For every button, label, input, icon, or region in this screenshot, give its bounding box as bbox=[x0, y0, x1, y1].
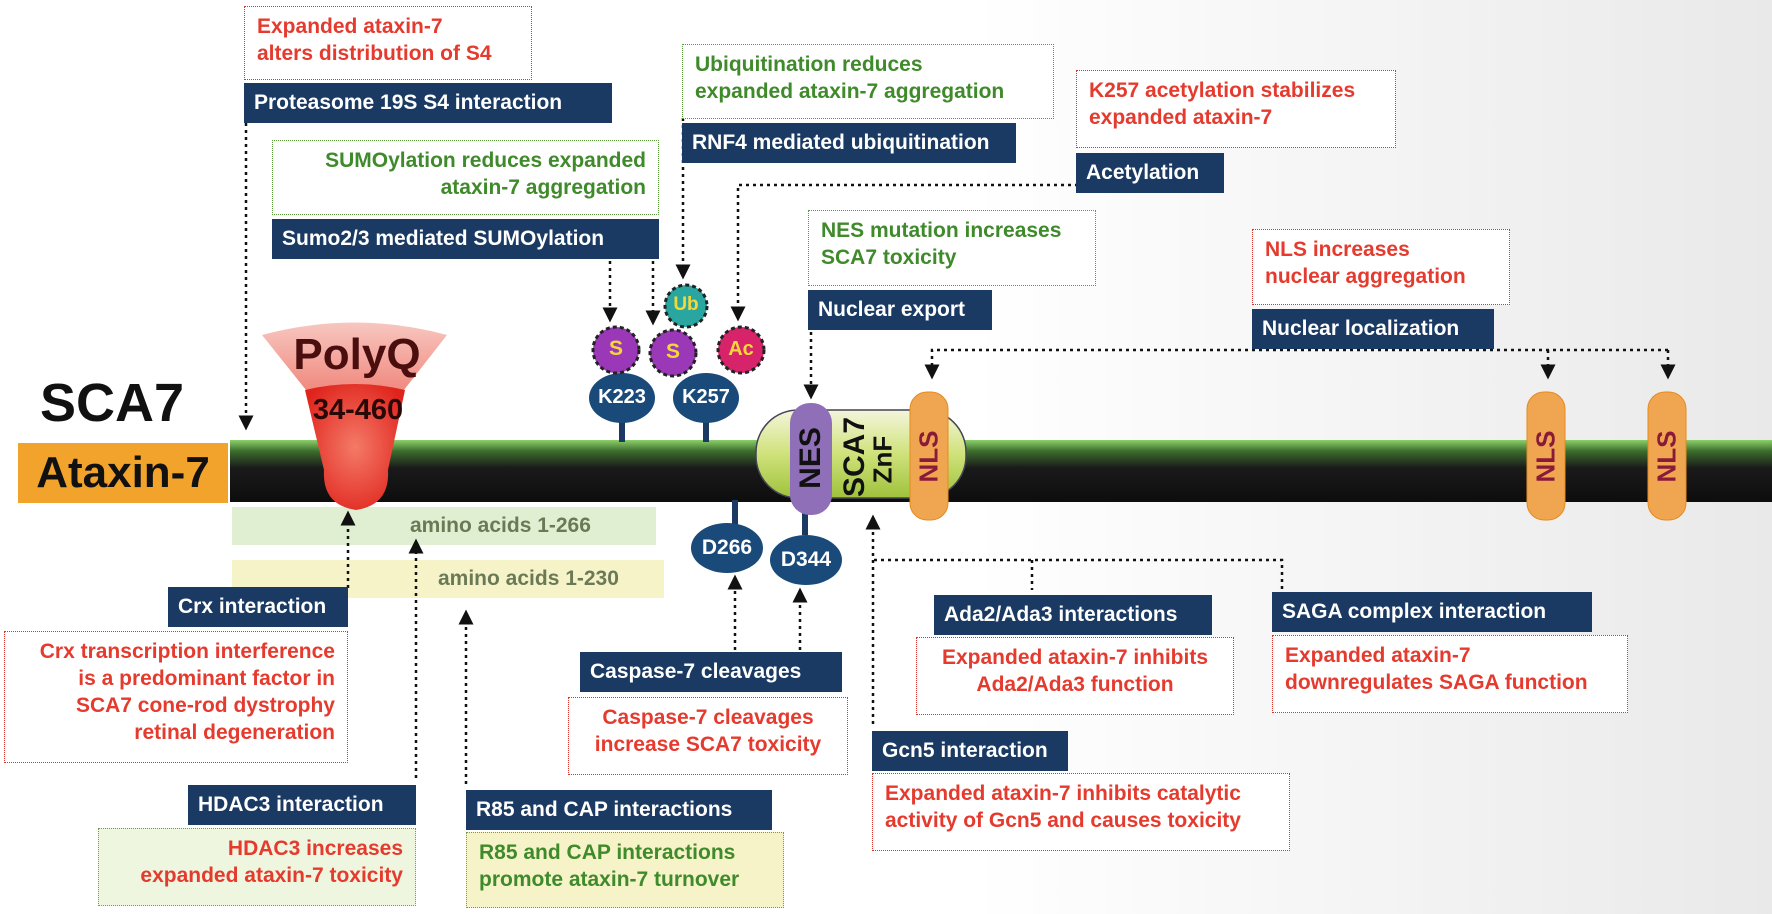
nes-domain bbox=[790, 403, 832, 515]
ada-header: Ada2/Ada3 interactions bbox=[934, 595, 1212, 635]
export-header: Nuclear export bbox=[808, 290, 992, 330]
range-label-230: amino acids 1-230 bbox=[438, 567, 619, 590]
crx-note: Crx transcription interference is a pred… bbox=[4, 631, 348, 763]
saga-note-line-2: downregulates SAGA function bbox=[1285, 671, 1588, 694]
sumo-circle-2 bbox=[648, 328, 698, 378]
polyq-cup bbox=[305, 384, 405, 510]
znf-label-bottom: ZnF bbox=[867, 435, 898, 484]
sumo-header: Sumo2/3 mediated SUMOylation bbox=[272, 219, 659, 259]
proteasome-header: Proteasome 19S S4 interaction bbox=[244, 83, 612, 123]
saga-note-line-1: Expanded ataxin-7 bbox=[1285, 644, 1471, 667]
nls-label-2: NLS bbox=[1530, 430, 1561, 483]
ac-circle bbox=[716, 325, 766, 375]
gcn5-note: Expanded ataxin-7 inhibits catalytic act… bbox=[872, 773, 1290, 851]
gcn5-note-line-2: activity of Gcn5 and causes toxicity bbox=[885, 809, 1241, 832]
ubiq-header: RNF4 mediated ubiquitination bbox=[682, 123, 1016, 163]
crx-note-line-4: retinal degeneration bbox=[134, 721, 335, 744]
nls-label-1: NLS bbox=[913, 430, 944, 483]
polyq-halo bbox=[262, 322, 447, 395]
ub-circle bbox=[663, 283, 709, 329]
proteasome-note: Expanded ataxin-7 alters distribution of… bbox=[244, 6, 532, 80]
acetyl-note-line-1: K257 acetylation stabilizes bbox=[1089, 79, 1356, 102]
sumo-label-1: S bbox=[608, 337, 623, 360]
k223-label: K223 bbox=[598, 386, 646, 408]
ubiq-note: Ubiquitination reduces expanded ataxin-7… bbox=[682, 44, 1054, 119]
crx-header: Crx interaction bbox=[168, 587, 348, 627]
r85-header: R85 and CAP interactions bbox=[466, 790, 772, 830]
r85-note-line-1: R85 and CAP interactions bbox=[479, 841, 736, 864]
ada-note-line-2: Ada2/Ada3 function bbox=[976, 673, 1174, 696]
hdac3-note-line-1: HDAC3 increases bbox=[227, 837, 403, 860]
acetyl-note: K257 acetylation stabilizes expanded ata… bbox=[1076, 70, 1396, 148]
polyq-range: 34-460 bbox=[312, 394, 404, 426]
export-note-line-1: NES mutation increases bbox=[821, 219, 1062, 242]
hdac3-header: HDAC3 interaction bbox=[188, 785, 416, 825]
acetyl-note-line-2: expanded ataxin-7 bbox=[1089, 106, 1273, 129]
crx-note-line-2: is a predominant factor in bbox=[78, 667, 335, 690]
crx-note-line-1: Crx transcription interference bbox=[39, 640, 335, 663]
proteasome-note-line-2: alters distribution of S4 bbox=[257, 42, 492, 65]
gcn5-note-line-1: Expanded ataxin-7 inhibits catalytic bbox=[885, 782, 1241, 805]
localization-note: NLS increases nuclear aggregation bbox=[1252, 229, 1510, 305]
r85-note-line-2: promote ataxin-7 turnover bbox=[479, 868, 740, 891]
localization-note-line-2: nuclear aggregation bbox=[1265, 265, 1466, 288]
range-label-266: amino acids 1-266 bbox=[410, 514, 591, 537]
ada-note-line-1: Expanded ataxin-7 inhibits bbox=[941, 646, 1209, 669]
caspase-header: Caspase-7 cleavages bbox=[580, 652, 842, 692]
sumo-label-2: S bbox=[665, 340, 680, 363]
d266-ellipse bbox=[691, 523, 763, 573]
gcn5-header: Gcn5 interaction bbox=[872, 731, 1068, 771]
protein-name: SCA7 bbox=[40, 373, 185, 433]
nls-domain-2 bbox=[1526, 391, 1566, 521]
sumo-note-line-2: ataxin-7 aggregation bbox=[440, 176, 646, 199]
hdac3-note-line-2: expanded ataxin-7 toxicity bbox=[140, 864, 403, 887]
ubiq-note-line-2: expanded ataxin-7 aggregation bbox=[695, 80, 1005, 103]
connector-localization bbox=[924, 348, 1668, 380]
nes-label: NES bbox=[794, 427, 827, 489]
crx-note-line-3: SCA7 cone-rod dystrophy bbox=[75, 694, 335, 717]
ub-label: Ub bbox=[673, 294, 699, 315]
sumo-note: SUMOylation reduces expanded ataxin-7 ag… bbox=[272, 140, 659, 215]
hdac3-note: HDAC3 increases expanded ataxin-7 toxici… bbox=[98, 828, 416, 906]
d344-label: D344 bbox=[780, 548, 832, 571]
k257-ellipse bbox=[673, 373, 739, 423]
nls-label-3: NLS bbox=[1651, 430, 1682, 483]
ac-label: Ac bbox=[728, 338, 754, 360]
localization-header: Nuclear localization bbox=[1252, 309, 1494, 349]
polyq-title: PolyQ bbox=[293, 330, 421, 379]
export-note: NES mutation increases SCA7 toxicity bbox=[808, 210, 1096, 286]
proteasome-note-line-1: Expanded ataxin-7 bbox=[257, 15, 443, 38]
nls-domain-3 bbox=[1647, 391, 1687, 521]
saga-header: SAGA complex interaction bbox=[1272, 592, 1592, 632]
nls-domain-1 bbox=[909, 391, 949, 521]
caspase-note-line-1: Caspase-7 cleavages bbox=[602, 706, 814, 729]
r85-note: R85 and CAP interactions promote ataxin-… bbox=[466, 832, 784, 908]
acetyl-header: Acetylation bbox=[1076, 153, 1224, 193]
d344-ellipse bbox=[770, 535, 842, 585]
localization-note-line-1: NLS increases bbox=[1265, 238, 1410, 261]
export-note-line-2: SCA7 toxicity bbox=[821, 246, 957, 269]
d266-label: D266 bbox=[701, 536, 753, 559]
k257-label: K257 bbox=[682, 386, 730, 408]
range-bar-266 bbox=[232, 507, 656, 545]
k223-ellipse bbox=[589, 373, 655, 423]
sumo-circle-1 bbox=[591, 325, 641, 375]
sumo-note-line-1: SUMOylation reduces expanded bbox=[325, 149, 646, 172]
caspase-note-line-2: increase SCA7 toxicity bbox=[594, 733, 822, 756]
saga-note: Expanded ataxin-7 downregulates SAGA fun… bbox=[1272, 635, 1628, 713]
caspase-note: Caspase-7 cleavages increase SCA7 toxici… bbox=[568, 697, 848, 775]
protein-backbone bbox=[230, 440, 1772, 502]
connector-ada-saga bbox=[874, 558, 1284, 590]
ada-note: Expanded ataxin-7 inhibits Ada2/Ada3 fun… bbox=[916, 637, 1234, 715]
protein-label: Ataxin-7 bbox=[18, 443, 228, 503]
ubiq-note-line-1: Ubiquitination reduces bbox=[695, 53, 923, 76]
